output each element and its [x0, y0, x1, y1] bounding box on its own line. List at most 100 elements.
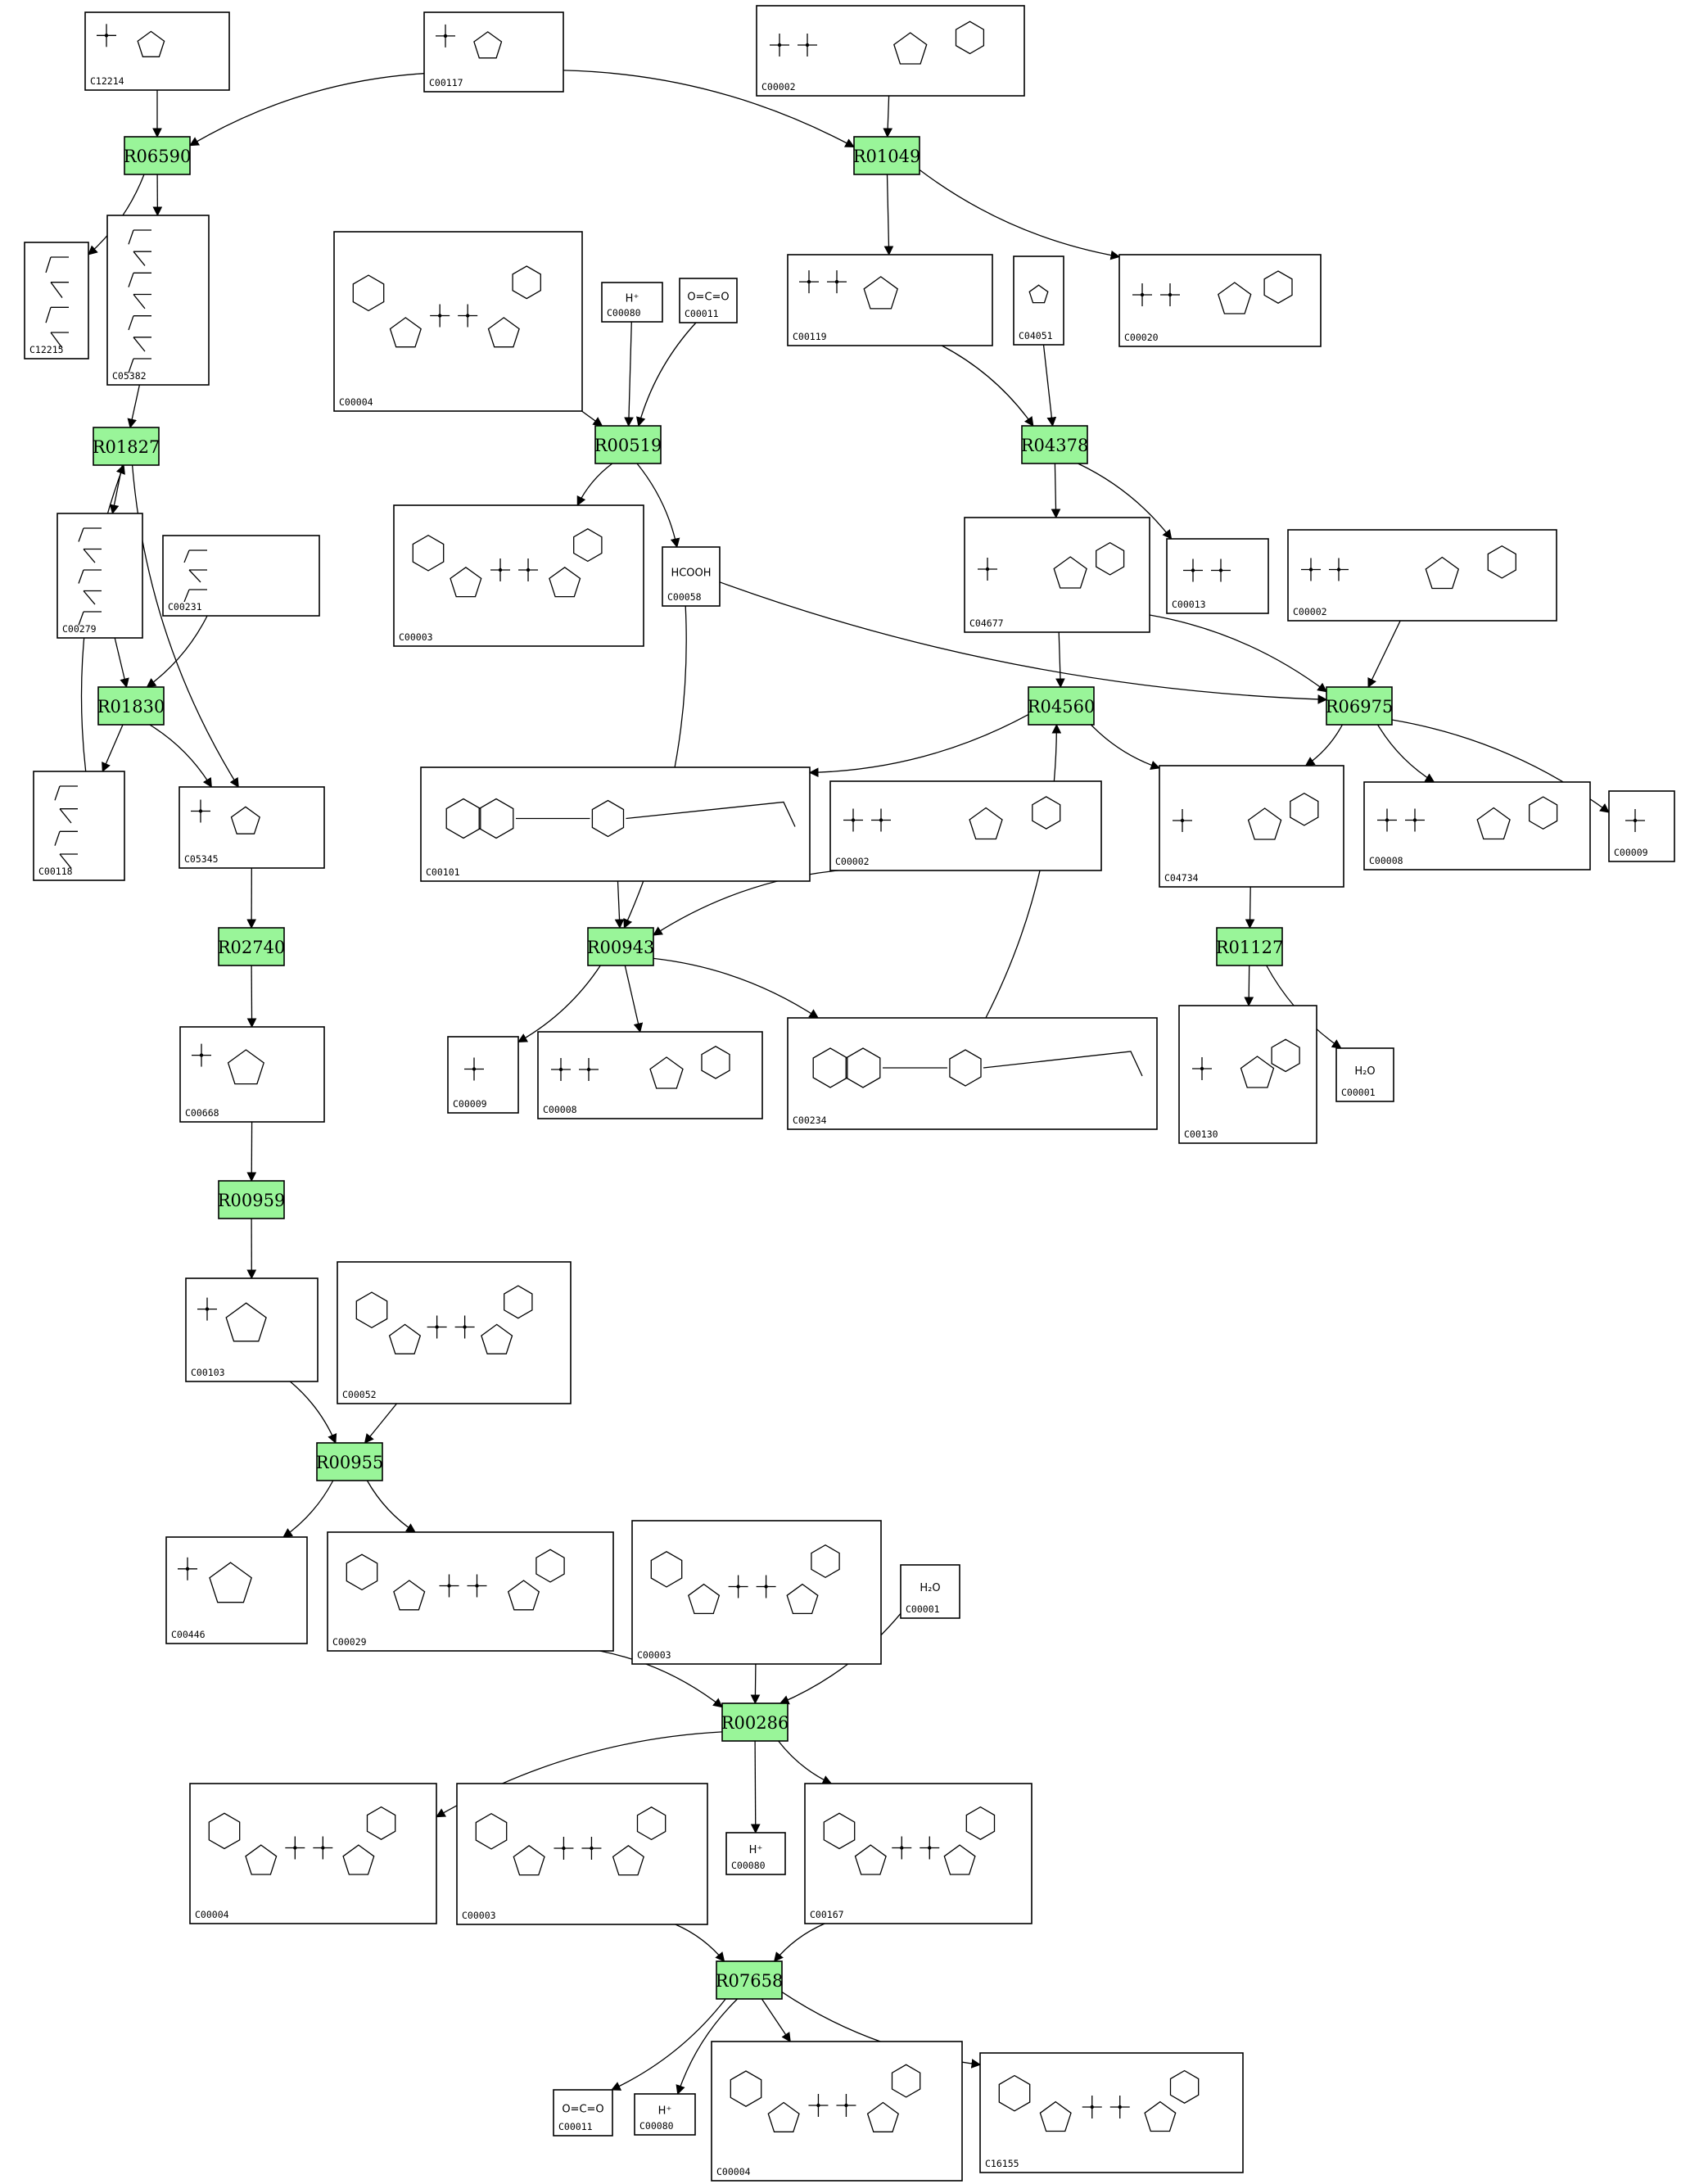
reaction-box[interactable]: [1021, 425, 1088, 464]
reaction-r04560[interactable]: R04560: [1028, 686, 1096, 726]
reaction-r01830[interactable]: R01830: [97, 686, 165, 726]
reaction-r01127[interactable]: R01127: [1216, 927, 1284, 966]
compound-box[interactable]: [420, 766, 811, 882]
reaction-box[interactable]: [97, 686, 165, 726]
reaction-box[interactable]: [316, 1442, 383, 1481]
compound-box[interactable]: [756, 5, 1025, 97]
reaction-box[interactable]: [93, 427, 160, 466]
compound-box[interactable]: [337, 1261, 572, 1404]
compound-c00118[interactable]: C00118: [33, 771, 125, 881]
reaction-r06975[interactable]: R06975: [1326, 686, 1394, 726]
compound-box[interactable]: [24, 242, 89, 359]
compound-c12215[interactable]: C12215: [24, 242, 89, 359]
compound-c00004b[interactable]: C00004: [189, 1783, 437, 1924]
reaction-box[interactable]: [594, 425, 662, 464]
reaction-box[interactable]: [1326, 686, 1393, 726]
reaction-r00286[interactable]: R00286: [721, 1702, 789, 1742]
compound-c00008b[interactable]: C00008: [537, 1031, 763, 1119]
compound-box[interactable]: [725, 1832, 786, 1875]
compound-box[interactable]: [106, 215, 210, 386]
compound-c00101[interactable]: C00101: [420, 766, 811, 882]
reaction-box[interactable]: [721, 1702, 789, 1742]
compound-box[interactable]: [179, 1026, 325, 1123]
reaction-r00943[interactable]: R00943: [587, 927, 655, 966]
compound-c00130[interactable]: C00130: [1178, 1005, 1317, 1144]
reaction-box[interactable]: [587, 927, 654, 966]
compound-c00002a[interactable]: C00002: [756, 5, 1025, 97]
compound-c00004a[interactable]: C00004: [333, 231, 583, 412]
compound-box[interactable]: [553, 2089, 613, 2137]
compound-c00052[interactable]: C00052: [337, 1261, 572, 1404]
compound-box[interactable]: [456, 1783, 708, 1925]
compound-box[interactable]: [327, 1531, 614, 1652]
compound-box[interactable]: [900, 1564, 960, 1619]
compound-box[interactable]: [829, 780, 1102, 871]
reaction-r01827[interactable]: R01827: [93, 427, 160, 466]
compound-c00004c[interactable]: C00004: [711, 2041, 963, 2182]
compound-box[interactable]: [964, 517, 1150, 633]
compound-box[interactable]: [1608, 790, 1675, 862]
compound-c00002c[interactable]: C00002: [829, 780, 1102, 871]
compound-c00119[interactable]: C00119: [787, 254, 993, 346]
reaction-box[interactable]: [853, 136, 920, 175]
reaction-r07658[interactable]: R07658: [716, 1960, 784, 2000]
compound-c04677[interactable]: C04677: [964, 517, 1150, 633]
reaction-r00519[interactable]: R00519: [594, 425, 662, 464]
compound-c00029[interactable]: C00029: [327, 1531, 614, 1652]
compound-box[interactable]: [393, 504, 644, 647]
compound-box[interactable]: [787, 1017, 1158, 1130]
compound-box[interactable]: [631, 1520, 882, 1665]
compound-c00117[interactable]: C00117: [423, 11, 564, 93]
reaction-box[interactable]: [716, 1960, 783, 2000]
reaction-box[interactable]: [218, 1180, 285, 1219]
compound-box[interactable]: [162, 535, 320, 617]
compound-box[interactable]: [979, 2052, 1244, 2173]
reaction-box[interactable]: [1028, 686, 1095, 726]
compound-c05382[interactable]: C05382: [106, 215, 210, 386]
compound-c00103[interactable]: C00103: [185, 1277, 319, 1382]
compound-box[interactable]: [447, 1036, 519, 1114]
compound-box[interactable]: [185, 1277, 319, 1382]
compound-c00002b[interactable]: C00002: [1287, 529, 1557, 622]
compound-c16155[interactable]: C16155: [979, 2052, 1244, 2173]
compound-c00446[interactable]: C00446: [165, 1536, 308, 1644]
compound-box[interactable]: [189, 1783, 437, 1924]
compound-box[interactable]: [333, 231, 583, 412]
compound-box[interactable]: [787, 254, 993, 346]
compound-box[interactable]: [1363, 781, 1591, 870]
compound-c00231[interactable]: C00231: [162, 535, 320, 617]
compound-box[interactable]: [711, 2041, 963, 2182]
reaction-r00959[interactable]: R00959: [218, 1180, 286, 1219]
compound-box[interactable]: [634, 2093, 696, 2136]
compound-box[interactable]: [1159, 765, 1344, 888]
compound-box[interactable]: [423, 11, 564, 93]
compound-c00668[interactable]: C00668: [179, 1026, 325, 1123]
compound-box[interactable]: [33, 771, 125, 881]
compound-box[interactable]: [537, 1031, 763, 1119]
reaction-r06590[interactable]: R06590: [124, 136, 192, 175]
compound-c12214[interactable]: C12214: [84, 11, 230, 91]
compound-c00003b[interactable]: C00003: [631, 1520, 882, 1665]
reaction-r01049[interactable]: R01049: [853, 136, 921, 175]
compound-c00009b[interactable]: C00009: [447, 1036, 519, 1114]
compound-c00008a[interactable]: C00008: [1363, 781, 1591, 870]
compound-box[interactable]: [178, 786, 325, 869]
reaction-box[interactable]: [124, 136, 191, 175]
compound-c00080b[interactable]: H⁺C00080: [725, 1832, 786, 1875]
compound-box[interactable]: [1335, 1047, 1394, 1102]
compound-box[interactable]: [1166, 538, 1269, 614]
compound-c00009a[interactable]: C00009: [1608, 790, 1675, 862]
reaction-r04378[interactable]: R04378: [1021, 425, 1089, 464]
compound-box[interactable]: [804, 1783, 1033, 1924]
reaction-r02740[interactable]: R02740: [218, 927, 286, 966]
compound-box[interactable]: [165, 1536, 308, 1644]
reaction-box[interactable]: [218, 927, 285, 966]
compound-c04051[interactable]: C04051: [1013, 255, 1064, 346]
compound-c00020[interactable]: C00020: [1118, 254, 1322, 347]
compound-c00167[interactable]: C00167: [804, 1783, 1033, 1924]
compound-box[interactable]: [84, 11, 230, 91]
compound-box[interactable]: [1287, 529, 1557, 622]
compound-box[interactable]: [662, 546, 721, 607]
